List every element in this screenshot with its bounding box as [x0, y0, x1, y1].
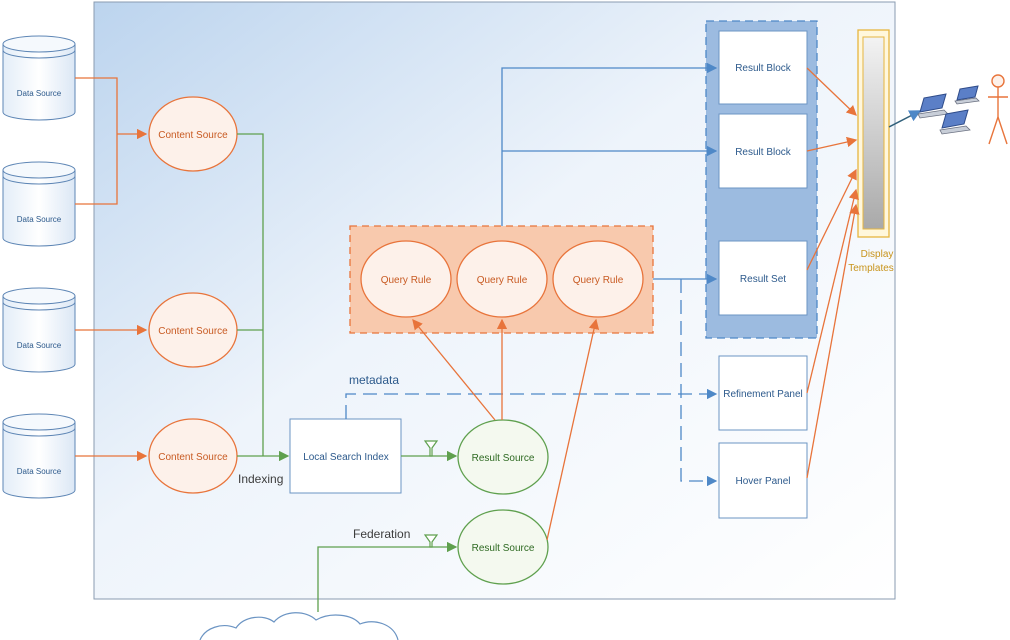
- refinement-panel: Refinement Panel: [718, 355, 808, 431]
- laptop-icon: [917, 93, 949, 119]
- federation-label: Federation: [353, 527, 410, 541]
- metadata-label: metadata: [349, 373, 399, 387]
- result-source-2-label: Result Source: [472, 543, 535, 554]
- content-source-1: Content Source: [148, 96, 238, 172]
- data-source-1-label: Data Source: [17, 89, 62, 98]
- display-template-connectors: [806, 67, 860, 479]
- data-source-2: Data Source: [2, 161, 76, 247]
- result-set-label: Result Set: [740, 274, 786, 285]
- data-source-3-label: Data Source: [17, 341, 62, 350]
- result-block-2-label: Result Block: [735, 147, 792, 158]
- content-source-3: Content Source: [148, 418, 238, 494]
- result-set: Result Set: [718, 240, 808, 316]
- cloud-icon: [199, 612, 399, 640]
- local-search-index-label: Local Search Index: [303, 452, 389, 463]
- result-source-1: Result Source: [457, 419, 549, 495]
- devices-connector: [888, 110, 922, 128]
- metadata-connector: [345, 388, 718, 419]
- data-source-4: Data Source: [2, 413, 76, 499]
- display-templates-bar: [857, 29, 890, 238]
- content-source-1-label: Content Source: [158, 130, 228, 141]
- indexing-label: Indexing: [238, 472, 283, 486]
- hover-panel: Hover Panel: [718, 442, 808, 519]
- data-source-2-label: Data Source: [17, 215, 62, 224]
- data-source-1: Data Source: [2, 35, 76, 121]
- content-source-2: Content Source: [148, 292, 238, 368]
- filter-icon: [423, 534, 439, 548]
- query-rule-3: Query Rule: [552, 240, 644, 318]
- filter-icon: [423, 440, 439, 457]
- result-source-1-label: Result Source: [472, 453, 535, 464]
- query-rule-1: Query Rule: [360, 240, 452, 318]
- query-rule-2-label: Query Rule: [477, 275, 528, 286]
- data-source-4-label: Data Source: [17, 467, 62, 476]
- data-source-connectors: [75, 77, 148, 462]
- query-rule-1-label: Query Rule: [381, 275, 432, 286]
- content-source-2-label: Content Source: [158, 326, 228, 337]
- result-block-1: Result Block: [718, 30, 808, 105]
- federation-connector: [317, 541, 458, 612]
- laptop-icon: [939, 109, 971, 135]
- hover-panel-connector: [680, 279, 718, 487]
- data-source-3: Data Source: [2, 287, 76, 373]
- refinement-panel-label: Refinement Panel: [723, 389, 803, 400]
- content-source-3-label: Content Source: [158, 452, 228, 463]
- laptop-icon: [954, 85, 980, 105]
- local-search-index: Local Search Index: [289, 418, 402, 494]
- hover-panel-label: Hover Panel: [735, 476, 790, 487]
- query-rule-2: Query Rule: [456, 240, 548, 318]
- user-icon: [988, 74, 1008, 145]
- indexing-connectors: [237, 133, 290, 462]
- display-templates-label-line1: Display: [861, 249, 894, 260]
- result-source-2: Result Source: [457, 509, 549, 585]
- query-rule-3-label: Query Rule: [573, 275, 624, 286]
- result-block-2: Result Block: [718, 113, 808, 189]
- result-source-to-query-rule-connectors: [412, 318, 600, 541]
- result-block-1-label: Result Block: [735, 63, 792, 74]
- query-rule-to-result-connectors: [501, 62, 718, 285]
- display-templates-label-line2: Templates: [848, 263, 894, 274]
